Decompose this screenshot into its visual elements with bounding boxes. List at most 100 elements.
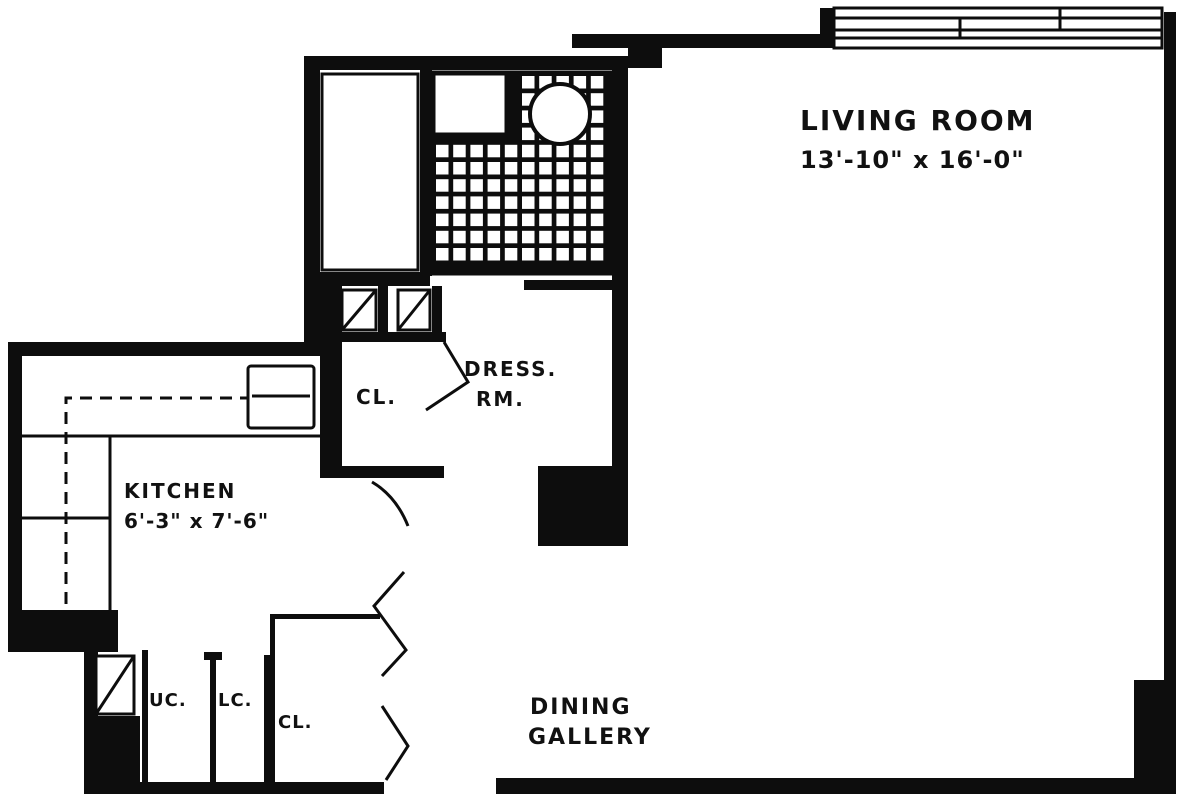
bathroom bbox=[320, 70, 614, 276]
wall-bath-bottom-right bbox=[524, 280, 616, 290]
floor-tile bbox=[504, 230, 518, 244]
wall-cl-mid bbox=[342, 332, 446, 342]
floor-tile bbox=[504, 162, 518, 175]
floor-tile bbox=[522, 248, 535, 261]
floor-tile bbox=[470, 162, 483, 175]
floor-tile bbox=[470, 248, 483, 261]
floor-tile bbox=[573, 144, 587, 158]
floor-tile bbox=[453, 196, 466, 209]
floor-tile bbox=[539, 230, 552, 244]
overhead-cabinet-dashed bbox=[64, 396, 248, 604]
kitchen-dimensions: 6'-3" x 7'-6" bbox=[124, 509, 269, 533]
floor-tile bbox=[436, 179, 449, 192]
floor-tile bbox=[539, 179, 552, 192]
floor-tile bbox=[539, 196, 552, 209]
bathtub bbox=[320, 72, 420, 272]
window bbox=[832, 6, 1164, 50]
floor-tile bbox=[556, 144, 569, 158]
floor-tile bbox=[590, 93, 604, 106]
floor-tile bbox=[590, 213, 604, 227]
floor-tile bbox=[470, 196, 483, 209]
door-closet-upper bbox=[372, 571, 408, 678]
floor-tile bbox=[590, 127, 604, 141]
floor-tile bbox=[504, 213, 518, 227]
door-closet-lower bbox=[380, 705, 410, 781]
dining-label: DINING bbox=[530, 695, 632, 720]
floor-tile bbox=[556, 230, 569, 244]
floor-tile bbox=[487, 179, 501, 192]
floor-tile bbox=[590, 162, 604, 175]
closet-upper-label: CL. bbox=[356, 385, 397, 409]
floor-tile bbox=[453, 248, 466, 261]
floor-tile bbox=[522, 76, 535, 89]
floor-tile bbox=[556, 179, 569, 192]
floor-tile bbox=[522, 127, 535, 141]
wall-bath-bottom bbox=[320, 272, 430, 286]
partition-lc bbox=[210, 654, 216, 784]
floor-tile bbox=[453, 162, 466, 175]
structural-column bbox=[538, 466, 618, 546]
uc-label: UC. bbox=[149, 690, 187, 711]
floor-tile bbox=[590, 248, 604, 261]
floor-tile bbox=[590, 196, 604, 209]
floor-tile bbox=[590, 76, 604, 89]
wall-cl-bottom bbox=[320, 466, 444, 478]
lc-label: LC. bbox=[218, 690, 253, 711]
wall-living-right bbox=[1164, 12, 1176, 698]
floor-tile bbox=[539, 213, 552, 227]
wall-kitchen-bottom-left bbox=[8, 610, 118, 652]
floor-tile bbox=[487, 230, 501, 244]
floor-tile bbox=[470, 230, 483, 244]
floor-tile bbox=[539, 162, 552, 175]
floor-tile bbox=[453, 213, 466, 227]
labels: LIVING ROOM 13'-10" x 16'-0" DRESS. RM. … bbox=[124, 104, 1034, 750]
floor-tile bbox=[573, 76, 587, 89]
partition-cl-top bbox=[270, 614, 380, 619]
wall-cl-stub-b bbox=[432, 286, 442, 342]
floor-tile bbox=[590, 179, 604, 192]
closet-lower-label: CL. bbox=[278, 712, 313, 733]
floor-tile bbox=[470, 179, 483, 192]
wall-kitchen-left bbox=[8, 342, 22, 622]
floor-tile bbox=[504, 196, 518, 209]
living-room-dimensions: 13'-10" x 16'-0" bbox=[800, 146, 1025, 174]
floor-tile bbox=[453, 230, 466, 244]
floor-tile bbox=[487, 213, 501, 227]
partition-uc bbox=[142, 650, 148, 784]
floor-tile bbox=[539, 144, 552, 158]
wall-kitchen-lower-pier bbox=[84, 716, 140, 794]
gallery-label: GALLERY bbox=[528, 725, 652, 750]
wall-bath-top bbox=[304, 56, 628, 70]
floor-tile bbox=[590, 230, 604, 244]
floor-tile bbox=[436, 248, 449, 261]
floor-tile bbox=[573, 213, 587, 227]
floor-tile bbox=[522, 144, 535, 158]
floor-tile bbox=[487, 162, 501, 175]
floor-tile bbox=[436, 230, 449, 244]
floor-tile bbox=[487, 144, 501, 158]
door-swings bbox=[371, 341, 471, 781]
partition-cl bbox=[264, 655, 270, 784]
dress-room-label-1: DRESS. bbox=[464, 357, 557, 381]
floor-tile bbox=[590, 144, 604, 158]
dress-room-label-2: RM. bbox=[476, 387, 525, 411]
kitchen-label: KITCHEN bbox=[124, 479, 236, 503]
wall-living-bottom bbox=[496, 778, 1176, 794]
floor-tile bbox=[522, 196, 535, 209]
floor-tile bbox=[522, 230, 535, 244]
floor-tile bbox=[436, 213, 449, 227]
floor-tile bbox=[522, 213, 535, 227]
wall-bath-divider bbox=[420, 70, 432, 276]
floor-tile bbox=[487, 248, 501, 261]
floor-tile bbox=[573, 162, 587, 175]
floor-tile bbox=[556, 213, 569, 227]
floor-tile bbox=[573, 248, 587, 261]
floor-tile bbox=[573, 230, 587, 244]
floor-tile bbox=[504, 248, 518, 261]
walls bbox=[8, 8, 1176, 794]
wall-corner-pier bbox=[1134, 680, 1176, 794]
floor-tile bbox=[436, 196, 449, 209]
wall-living-top-stub bbox=[628, 40, 662, 68]
closet-shelves bbox=[94, 288, 432, 716]
